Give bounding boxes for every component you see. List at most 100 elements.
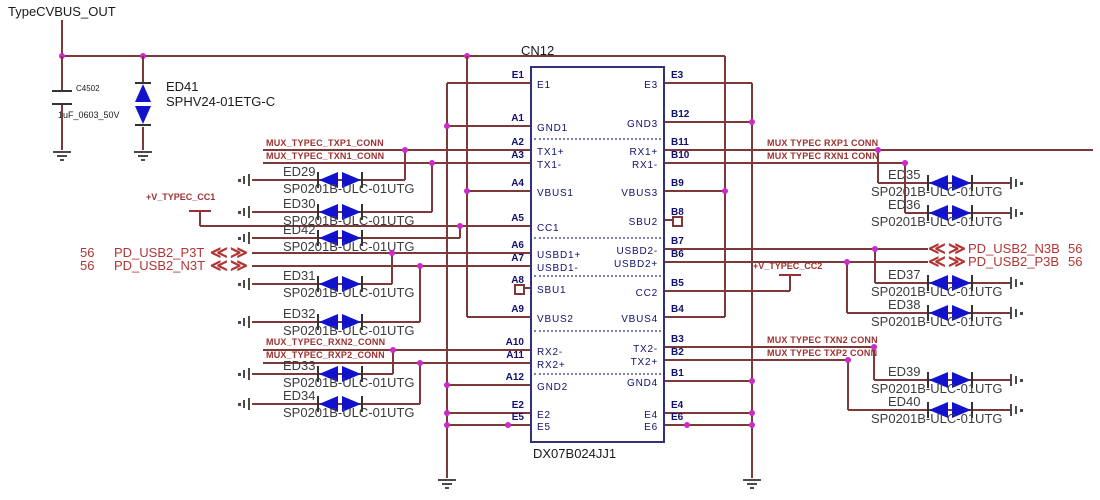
diode-ref[interactable]: ED29	[283, 164, 316, 179]
wire-esd-branch	[874, 249, 876, 283]
pin-number: A12	[505, 372, 524, 383]
junction-dot	[464, 188, 470, 194]
net-label-mux-typec-rxp1[interactable]: MUX TYPEC RXP1 CONN	[767, 138, 879, 148]
gnd-symbol	[743, 478, 761, 490]
junction-dot	[429, 160, 435, 166]
diode-ref[interactable]: ED40	[888, 394, 921, 409]
gnd-mark-bar	[1010, 374, 1012, 386]
gnd-mark-bar	[248, 398, 250, 410]
junction-dot	[749, 410, 755, 416]
capacitor-plate	[52, 103, 72, 105]
junction-dot	[722, 188, 728, 194]
tvs-diode-ed42[interactable]	[316, 228, 364, 248]
vbus-tvs-ref[interactable]: ED41	[166, 79, 199, 94]
wire-cc2-tap	[789, 276, 791, 291]
capacitor-ref[interactable]: C4502	[76, 84, 100, 93]
tvs-diode-ed41[interactable]	[133, 81, 153, 127]
junction-dot	[902, 160, 908, 166]
pin-number: B4	[671, 304, 684, 315]
gnd-symbol	[53, 150, 71, 162]
no-connect-square	[672, 216, 683, 227]
wire-esd-branch	[873, 347, 875, 380]
junction-dot	[444, 382, 450, 388]
gnd-symbol	[438, 478, 456, 490]
connector-body[interactable]	[530, 66, 665, 443]
diode-ref[interactable]: ED36	[888, 197, 921, 212]
wire-pd-n3b	[665, 248, 928, 250]
junction-dot	[389, 250, 395, 256]
gnd-mark-bar	[248, 316, 250, 328]
net-label-mux-typec-txn1[interactable]: MUX_TYPEC_TXN1_CONN	[266, 151, 385, 161]
gnd-mark-bar	[1010, 177, 1012, 189]
offpage-ref-pd-usb2-n3t[interactable]: PD_USB2_N3T	[114, 258, 206, 273]
tvs-diode-ed32[interactable]	[316, 312, 364, 332]
gnd-mark-bar	[1015, 309, 1017, 317]
tvs-diode-ed29[interactable]	[316, 170, 364, 190]
wire	[447, 125, 530, 127]
pin-number: A11	[506, 350, 524, 361]
diode-ref[interactable]: ED38	[888, 297, 921, 312]
net-label-mux-typec-rxn2[interactable]: MUX_TYPEC_RXN2_CONN	[266, 337, 386, 347]
tvs-diode-ed35[interactable]	[926, 173, 974, 193]
wire-mux-txp1	[263, 149, 530, 151]
tvs-diode-ed38[interactable]	[926, 303, 974, 323]
offpage-ref-pd-usb2-p3t[interactable]: PD_USB2_P3T	[114, 245, 205, 260]
diode-ref[interactable]: ED39	[888, 364, 921, 379]
tvs-diode-ed31[interactable]	[316, 274, 364, 294]
diode-ref[interactable]: ED30	[283, 196, 316, 211]
gnd-mark-bar	[248, 232, 250, 244]
net-label-mux-typec-txn2[interactable]: MUX TYPEC TXN2 CONN	[767, 335, 878, 345]
net-label-mux-typec-txp1[interactable]: MUX_TYPEC_TXP1_CONN	[266, 138, 384, 148]
power-label-cc1[interactable]: +V_TYPEC_CC1	[146, 192, 216, 202]
offpage-ref-pd-usb2-n3b[interactable]: PD_USB2_N3B	[968, 241, 1060, 256]
gnd-mark-bar	[248, 206, 250, 218]
diode-part: SP0201B-ULC-01UTG	[283, 285, 415, 300]
offpage-ref-pd-usb2-p3b[interactable]: PD_USB2_P3B	[968, 254, 1060, 269]
diode-ref[interactable]: ED32	[283, 306, 316, 321]
offpage-chevron-icon: ≫	[230, 256, 248, 275]
junction-dot	[749, 422, 755, 428]
diode-ref[interactable]: ED33	[283, 358, 316, 373]
connector-ref[interactable]: CN12	[521, 43, 555, 58]
gnd-mark-bar	[248, 368, 250, 380]
pin-group-divider	[534, 330, 661, 332]
pin-number: B3	[671, 334, 684, 345]
wire	[61, 56, 63, 91]
pin-label: VBUS2	[537, 314, 574, 325]
net-label-mux-typec-rxn1[interactable]: MUX TYPEC RXN1 CONN	[767, 151, 879, 161]
power-label-cc2[interactable]: +V_TYPEC_CC2	[753, 261, 823, 271]
junction-dot	[872, 246, 878, 252]
wire-esd-branch	[431, 163, 433, 212]
tvs-diode-ed30[interactable]	[316, 202, 364, 222]
junction-dot	[749, 119, 755, 125]
tvs-diode-ed36[interactable]	[926, 203, 974, 223]
tvs-diode-ed39[interactable]	[926, 370, 974, 390]
diode-ref[interactable]: ED31	[283, 268, 316, 283]
junction-dot	[402, 147, 408, 153]
offpage-chevron-icon: ≪	[210, 256, 228, 275]
pin-label: CC2	[635, 288, 658, 299]
diode-part: SP0201B-ULC-01UTG	[871, 314, 1003, 329]
diode-ref[interactable]: ED42	[283, 222, 316, 237]
gnd-mark-bar	[1015, 406, 1017, 414]
junction-dot	[444, 422, 450, 428]
net-label-typec-vbus-out[interactable]: TypeCVBUS_OUT	[8, 4, 116, 19]
rail-vbus-right	[724, 56, 726, 317]
tvs-diode-ed33[interactable]	[316, 364, 364, 384]
net-label-mux-typec-txp2[interactable]: MUX TYPEC TXP2 CONN	[767, 348, 878, 358]
tvs-diode-ed40[interactable]	[926, 400, 974, 420]
junction-dot	[417, 263, 423, 269]
tvs-diode-ed37[interactable]	[926, 273, 974, 293]
diode-ref[interactable]: ED34	[283, 388, 316, 403]
wire	[665, 82, 752, 84]
junction-dot	[505, 422, 511, 428]
gnd-mark-bar	[1015, 179, 1017, 187]
net-label-mux-typec-rxp2[interactable]: MUX_TYPEC_RXP2_CONN	[266, 350, 385, 360]
wire-esd-branch	[877, 150, 879, 183]
wire	[447, 82, 530, 84]
pin-number: E5	[511, 412, 524, 423]
wire	[665, 316, 725, 318]
diode-ref[interactable]: ED37	[888, 267, 921, 282]
wire-vbus-drop	[61, 20, 63, 56]
tvs-diode-ed34[interactable]	[316, 394, 364, 414]
